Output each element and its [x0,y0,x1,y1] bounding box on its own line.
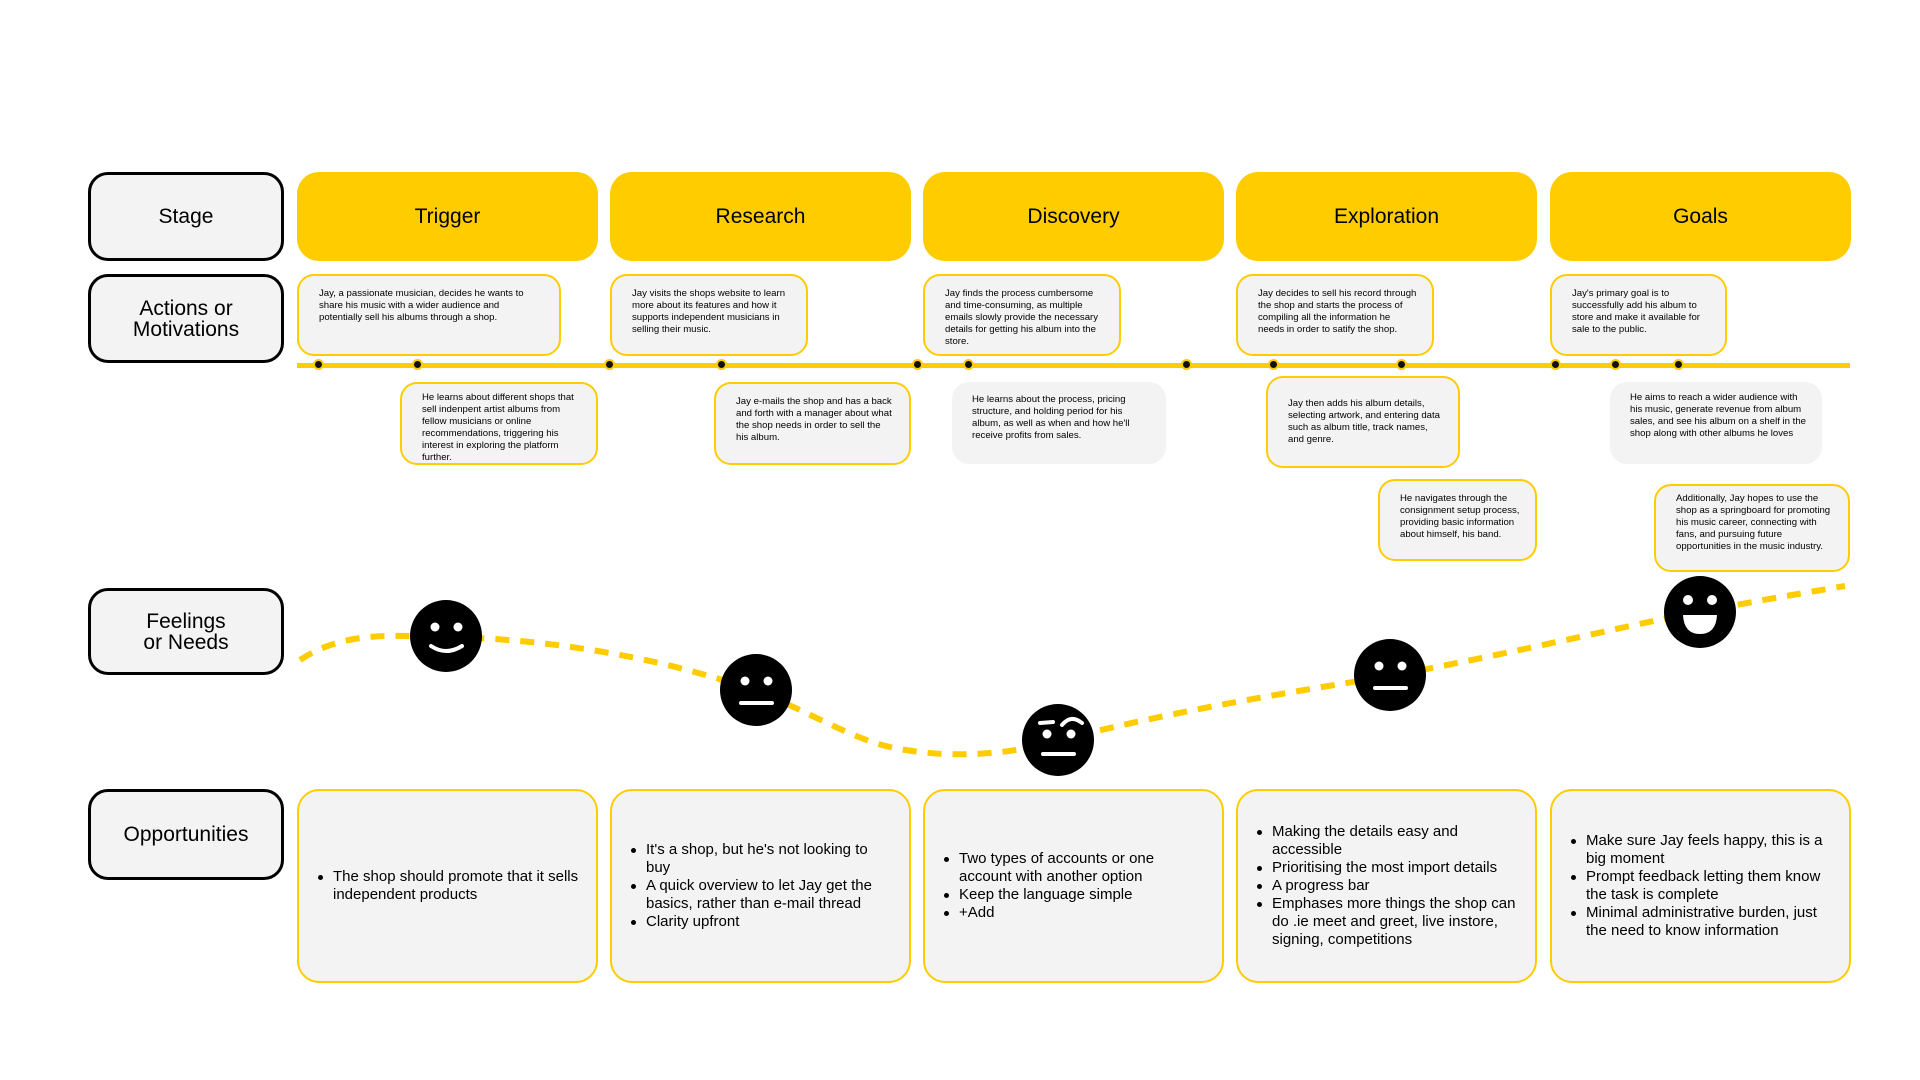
action-text: Jay finds the process cumbersome and tim… [945,288,1099,347]
opportunity-item: Clarity upfront [630,913,893,931]
action-card-goals-2: He aims to reach a wider audience with h… [1610,382,1822,464]
action-card-research-1: Jay visits the shops website to learn mo… [610,274,808,356]
stage-row-label: Stage [88,172,284,261]
stage-trigger: Trigger [297,172,598,261]
opportunity-item: It's a shop, but he's not looking to buy [630,841,893,877]
opportunity-item: Prioritising the most import details [1256,859,1519,877]
opportunity-card-research: It's a shop, but he's not looking to buy… [610,789,911,983]
timeline-dot [1550,359,1561,370]
action-card-discovery-2: He learns about the process, pricing str… [952,382,1166,464]
stage-row-label-text: Stage [158,205,214,228]
feelings-row-label: Feelings or Needs [88,588,284,675]
opportunity-list: Two types of accounts or one account wit… [943,850,1206,922]
timeline-dot [1268,359,1279,370]
timeline-line [297,363,1850,368]
opportunity-item: Emphases more things the shop can do .ie… [1256,895,1519,949]
opportunity-item: Prompt feedback letting them know the ta… [1570,868,1833,904]
stage-discovery: Discovery [923,172,1224,261]
opportunity-list: Making the details easy and accessible P… [1256,823,1519,949]
skeptical-face-icon [1022,704,1094,776]
timeline-dot [1181,359,1192,370]
opportunities-row-label: Opportunities [88,789,284,880]
action-text: He aims to reach a wider audience with h… [1630,392,1806,439]
timeline-dot [716,359,727,370]
action-card-goals-3: Additionally, Jay hopes to use the shop … [1654,484,1850,572]
opportunity-item: Minimal administrative burden, just the … [1570,904,1833,940]
timeline-dot [1610,359,1621,370]
opportunity-list: The shop should promote that it sells in… [317,868,580,904]
opportunity-card-exploration: Making the details easy and accessible P… [1236,789,1537,983]
action-card-trigger-2: He learns about different shops that sel… [400,382,598,465]
smiling-face-icon [410,600,482,672]
opportunity-card-goals: Make sure Jay feels happy, this is a big… [1550,789,1851,983]
stage-research: Research [610,172,911,261]
opportunity-list: Make sure Jay feels happy, this is a big… [1570,832,1833,940]
stage-label: Exploration [1333,204,1440,228]
grinning-face-icon [1664,576,1736,648]
opportunity-card-trigger: The shop should promote that it sells in… [297,789,598,983]
actions-row-label: Actions or Motivations [88,274,284,363]
emotion-curve [298,583,1846,758]
opportunity-item: A quick overview to let Jay get the basi… [630,877,893,913]
stage-exploration: Exploration [1236,172,1537,261]
neutral-face-icon [720,654,792,726]
action-text: Jay's primary goal is to successfully ad… [1572,288,1700,335]
action-card-exploration-3: He navigates through the consignment set… [1378,479,1537,561]
action-card-exploration-2: Jay then adds his album details, selecti… [1266,376,1460,468]
neutral-face-icon [1354,639,1426,711]
actions-row-label-text: Actions or Motivations [132,296,240,341]
action-card-trigger-1: Jay, a passionate musician, decides he w… [297,274,561,356]
timeline-dot [1673,359,1684,370]
action-card-research-2: Jay e-mails the shop and has a back and … [714,382,911,465]
action-card-discovery-1: Jay finds the process cumbersome and tim… [923,274,1121,356]
stage-label: Discovery [1027,204,1120,228]
opportunity-item: The shop should promote that it sells in… [317,868,580,904]
action-text: Jay decides to sell his record through t… [1258,288,1417,335]
opportunity-item: +Add [943,904,1206,922]
action-text: Jay visits the shops website to learn mo… [632,288,786,335]
timeline-dot [1396,359,1407,370]
action-card-goals-1: Jay's primary goal is to successfully ad… [1550,274,1727,356]
timeline-dot [412,359,423,370]
opportunity-item: A progress bar [1256,877,1519,895]
stage-goals: Goals [1550,172,1851,261]
opportunity-list: It's a shop, but he's not looking to buy… [630,841,893,931]
action-text: He learns about different shops that sel… [422,392,574,463]
timeline-dot [313,359,324,370]
action-text: He navigates through the consignment set… [1400,493,1520,540]
opportunity-item: Making the details easy and accessible [1256,823,1519,859]
action-text: Additionally, Jay hopes to use the shop … [1676,493,1831,552]
opportunity-item: Make sure Jay feels happy, this is a big… [1570,832,1833,868]
stage-label: Goals [1673,204,1728,228]
opportunity-card-discovery: Two types of accounts or one account wit… [923,789,1224,983]
timeline-dot [912,359,923,370]
stage-label: Research [715,204,806,228]
opportunity-item: Two types of accounts or one account wit… [943,850,1206,886]
action-text: Jay, a passionate musician, decides he w… [319,288,524,323]
action-card-exploration-1: Jay decides to sell his record through t… [1236,274,1434,356]
action-text: He learns about the process, pricing str… [972,394,1130,441]
timeline-dot [604,359,615,370]
stage-label: Trigger [414,204,481,228]
action-text: Jay then adds his album details, selecti… [1288,398,1440,445]
feelings-row-label-text: Feelings or Needs [143,609,229,654]
opportunities-row-label-text: Opportunities [123,823,249,846]
timeline-dot [963,359,974,370]
action-text: Jay e-mails the shop and has a back and … [736,396,892,443]
opportunity-item: Keep the language simple [943,886,1206,904]
